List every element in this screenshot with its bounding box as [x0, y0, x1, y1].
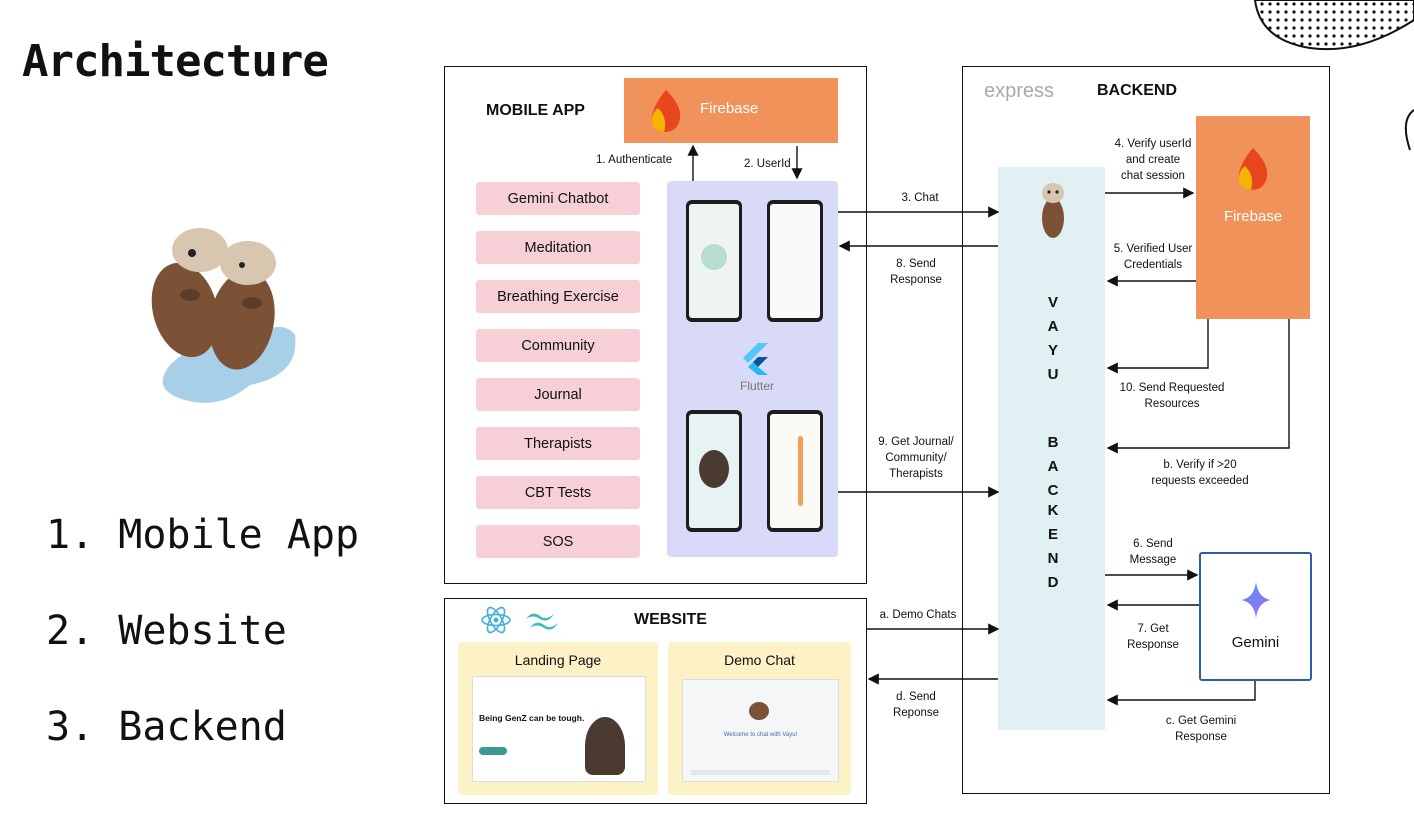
flutter-logo-icon	[743, 343, 768, 375]
feature-journal: Journal	[476, 378, 640, 411]
label-send-reponse-demo: d. Send Reponse	[892, 691, 940, 720]
feature-meditation: Meditation	[476, 231, 640, 264]
phone-screenshot-welcome	[686, 410, 742, 532]
feature-therapists: Therapists	[476, 427, 640, 460]
express-label: express	[984, 80, 1055, 102]
feature-gemini-chatbot: Gemini Chatbot	[476, 182, 640, 215]
firebase-flame-icon	[651, 90, 681, 132]
backend-letter: N	[1047, 550, 1059, 567]
react-logo-icon	[481, 606, 511, 634]
demo-chat-title: Demo Chat	[724, 652, 795, 668]
mobile-firebase-label: Firebase	[700, 100, 759, 117]
backend-heading: BACKEND	[1097, 82, 1177, 99]
backend-letter: A	[1047, 458, 1059, 475]
feature-breathing-exercise: Breathing Exercise	[476, 280, 640, 313]
label-demo-chats: a. Demo Chats	[879, 609, 957, 621]
label-verify-userid: 4. Verify userId and create chat session	[1114, 138, 1192, 183]
arrow-verify-limit	[1106, 319, 1290, 454]
demo-welcome-text: Welcome to chat with Vayu!	[723, 732, 798, 738]
phone-screenshot-mood	[767, 410, 823, 532]
backend-letter: C	[1047, 482, 1059, 499]
backend-letter: K	[1047, 502, 1059, 519]
userid-label: 2. UserId	[744, 158, 791, 170]
page-title: Architecture	[22, 36, 329, 87]
landing-page-title: Landing Page	[514, 652, 602, 668]
vayu-backend-column	[998, 167, 1105, 730]
vayu-letter: V	[1047, 294, 1058, 311]
decorative-swirl	[1253, 0, 1414, 151]
landing-page-preview: Being GenZ can be tough.	[472, 676, 646, 782]
landing-cta-button	[479, 747, 507, 755]
demo-chat-input	[691, 770, 830, 775]
overview-item-website: 2. Website	[46, 608, 287, 654]
arrow-send-requested	[1106, 319, 1209, 374]
label-send-message: 6. Send Message	[1129, 538, 1177, 567]
firebase-flame-icon	[1238, 148, 1268, 190]
otter-avatar	[749, 702, 769, 720]
authenticate-label: 1. Authenticate	[596, 154, 673, 166]
feature-community: Community	[476, 329, 640, 362]
overview-item-mobile: 1. Mobile App	[46, 512, 360, 558]
backend-firebase-label: Firebase	[1223, 208, 1283, 225]
landing-character-image	[585, 717, 625, 775]
demo-chat-preview: Welcome to chat with Vayu!	[682, 679, 839, 782]
gemini-box: Gemini	[1199, 552, 1312, 681]
vayu-letter: Y	[1047, 342, 1058, 359]
feature-sos: SOS	[476, 525, 640, 558]
label-get-journal: 9. Get Journal/ Community/ Therapists	[878, 436, 954, 481]
vayu-letter: U	[1047, 366, 1059, 383]
website-heading: WEBSITE	[634, 611, 707, 628]
vayu-letter: A	[1047, 318, 1059, 335]
phone-screenshot-meditation	[686, 200, 742, 322]
backend-letter: E	[1047, 526, 1058, 543]
flutter-label: Flutter	[740, 379, 775, 393]
label-verified-credentials: 5. Verified User Credentials	[1113, 243, 1193, 272]
tailwind-logo-icon	[526, 613, 558, 630]
phone-screenshot-community	[767, 200, 823, 322]
landing-headline: Being GenZ can be tough.	[479, 713, 585, 723]
label-send-response: 8. Send Response	[890, 258, 942, 287]
label-get-response: 7. Get Response	[1127, 623, 1179, 652]
arrow-get-gemini-response	[1106, 681, 1256, 706]
feature-cbt-tests: CBT Tests	[476, 476, 640, 509]
overview-item-backend: 3. Backend	[46, 704, 287, 750]
label-verify-limit: b. Verify if >20 requests exceeded	[1151, 459, 1249, 488]
backend-letter: D	[1047, 574, 1059, 591]
gemini-sparkle-icon	[1241, 582, 1271, 618]
backend-firebase-box: Firebase	[1196, 116, 1310, 319]
gemini-label: Gemini	[1231, 634, 1280, 651]
otters-illustration	[151, 228, 296, 403]
mobile-app-heading: MOBILE APP	[486, 102, 585, 119]
label-send-requested: 10. Send Requested Resources	[1119, 382, 1225, 411]
backend-letter: B	[1047, 434, 1059, 451]
otter-mascot-icon	[1042, 183, 1064, 238]
label-chat: 3. Chat	[901, 192, 939, 204]
label-get-gemini-response: c. Get Gemini Response	[1165, 715, 1237, 744]
mobile-firebase-box: Firebase	[624, 78, 838, 143]
